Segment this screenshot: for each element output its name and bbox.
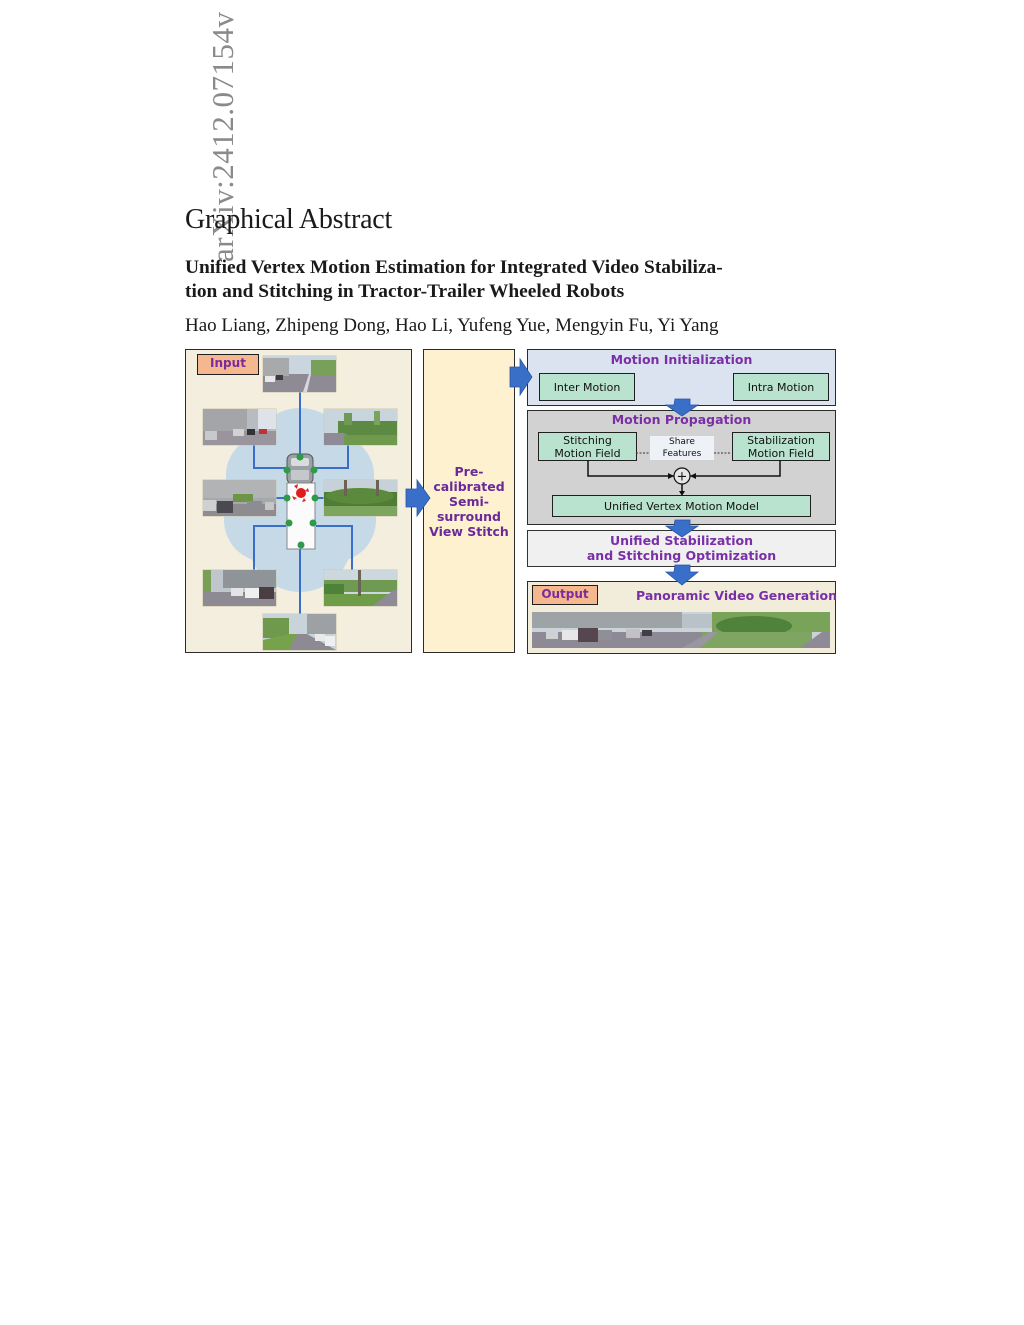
precalibrated-stitch-label: Pre- calibrated Semi- surround View Stit… xyxy=(429,464,509,539)
link-rear-right xyxy=(316,525,353,570)
camera-image-mid-right xyxy=(324,480,397,516)
graphical-abstract-figure: Input xyxy=(184,348,837,654)
camera-image-front xyxy=(263,356,336,392)
paper-title-line-2: tion and Stitching in Tractor-Trailer Wh… xyxy=(185,281,625,302)
robot-trailer-icon xyxy=(286,482,316,550)
output-label: Output xyxy=(532,585,598,605)
link-rear-left xyxy=(253,525,286,570)
camera-node-front xyxy=(296,453,304,461)
precalibrated-stitch-panel: Pre- calibrated Semi- surround View Stit… xyxy=(423,349,515,653)
camera-image-rear-left xyxy=(203,570,276,606)
camera-view-rear-right xyxy=(324,570,397,606)
camera-node-rear xyxy=(297,541,305,549)
panoramic-video-title: Panoramic Video Generation xyxy=(636,588,837,603)
camera-node-rear-right xyxy=(309,519,317,527)
motion-initialization-title: Motion Initialization xyxy=(610,352,753,367)
paper-title-line-1: Unified Vertex Motion Estimation for Int… xyxy=(185,257,723,278)
camera-view-front-left xyxy=(203,409,276,445)
link-front-left xyxy=(253,440,286,469)
camera-image-mid-left xyxy=(203,480,276,516)
panorama-image xyxy=(532,612,830,648)
panorama-image-graphic xyxy=(532,612,830,648)
inter-motion-box: Inter Motion xyxy=(539,373,635,401)
camera-image-rear-right xyxy=(324,570,397,606)
camera-view-rear xyxy=(263,614,336,650)
intra-motion-box: Intra Motion xyxy=(733,373,829,401)
input-label: Input xyxy=(197,354,259,375)
rotation-arrows-icon xyxy=(292,484,309,502)
optimization-label: Unified Stabilization and Stitching Opti… xyxy=(586,533,777,563)
input-panel: Input xyxy=(185,349,412,653)
camera-view-rear-left xyxy=(203,570,276,606)
section-heading: Graphical Abstract xyxy=(185,204,393,235)
camera-nodes xyxy=(283,453,319,549)
motion-initialization-panel: Motion Initialization Inter Motion Intra… xyxy=(527,349,836,406)
camera-image-rear xyxy=(263,614,336,650)
camera-node-rear-left xyxy=(285,519,293,527)
share-features-label: Share Features xyxy=(650,436,714,460)
author-list: Hao Liang, Zhipeng Dong, Hao Li, Yufeng … xyxy=(185,315,719,336)
camera-node-front-right xyxy=(310,466,318,474)
motion-propagation-title: Motion Propagation xyxy=(611,412,752,427)
optimization-panel: Unified Stabilization and Stitching Opti… xyxy=(527,530,836,567)
camera-node-mid-right xyxy=(311,494,319,502)
stitching-motion-field-box: Stitching Motion Field xyxy=(538,432,637,461)
camera-view-mid-right xyxy=(324,480,397,516)
output-panel: Output Panoramic Video Generation xyxy=(527,581,837,654)
rotation-center-icon xyxy=(296,488,306,498)
camera-node-mid-left xyxy=(283,494,291,502)
paper-title: Unified Vertex Motion Estimation for Int… xyxy=(185,256,845,304)
stabilization-motion-field-box: Stabilization Motion Field xyxy=(732,432,830,461)
motion-propagation-panel: Motion Propagation Stitching Motion Fiel… xyxy=(527,410,836,525)
unified-vertex-motion-model-box: Unified Vertex Motion Model xyxy=(552,495,811,517)
link-front-right xyxy=(316,440,349,469)
camera-image-front-right xyxy=(324,409,397,445)
camera-view-front xyxy=(263,356,336,392)
camera-image-front-left xyxy=(203,409,276,445)
camera-node-front-left xyxy=(283,466,291,474)
camera-view-front-right xyxy=(324,409,397,445)
camera-view-mid-left xyxy=(203,480,276,516)
